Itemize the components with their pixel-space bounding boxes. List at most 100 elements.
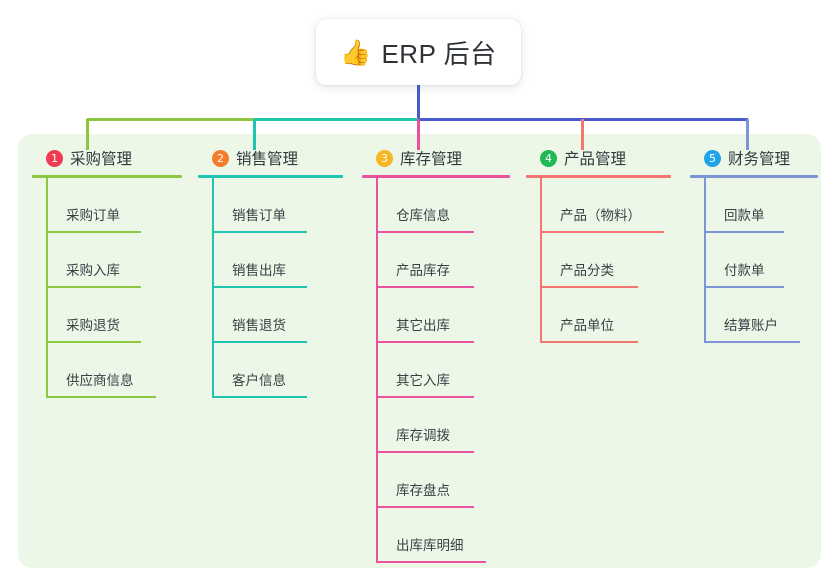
branch-title: 产品管理 — [564, 151, 627, 168]
branch-header-3[interactable]: 3 库存管理 — [362, 145, 510, 171]
branch-item-label: 其它出库 — [396, 318, 450, 333]
branch-underline — [362, 175, 510, 178]
branch-column-1: 1 采购管理采购订单采购入库采购退货供应商信息 — [32, 145, 182, 398]
branch-item[interactable]: 销售退货 — [198, 288, 343, 343]
branch-item-label: 销售出库 — [232, 263, 286, 278]
branch-item-underline — [376, 231, 474, 233]
branch-item-label: 产品单位 — [560, 318, 614, 333]
branch-title: 库存管理 — [400, 151, 463, 168]
branch-item-underline — [704, 286, 784, 288]
branch-item-label: 采购退货 — [66, 318, 120, 333]
root-node[interactable]: 👍 ERP 后台 — [316, 19, 521, 85]
branch-column-2: 2 销售管理销售订单销售出库销售退货客户信息 — [198, 145, 343, 398]
branch-header-2[interactable]: 2 销售管理 — [198, 145, 343, 171]
branch-item-underline — [376, 561, 486, 563]
branch-item-underline — [46, 286, 141, 288]
branch-item[interactable]: 回款单 — [690, 178, 818, 233]
branch-item-list: 产品（物料） 产品分类产品单位 — [526, 178, 671, 343]
branch-item-underline — [46, 341, 141, 343]
branch-spine — [46, 178, 48, 398]
branch-item-label: 产品分类 — [560, 263, 614, 278]
branch-item-label: 产品库存 — [396, 263, 450, 278]
branch-item-underline — [376, 396, 474, 398]
branch-item[interactable]: 供应商信息 — [32, 343, 182, 398]
branch-item[interactable]: 付款单 — [690, 233, 818, 288]
branch-item[interactable]: 其它入库 — [362, 343, 510, 398]
branch-underline — [690, 175, 818, 178]
branch-item[interactable]: 销售订单 — [198, 178, 343, 233]
branch-header-1[interactable]: 1 采购管理 — [32, 145, 182, 171]
branch-spine — [540, 178, 542, 343]
branch-header-4[interactable]: 4 产品管理 — [526, 145, 671, 171]
branch-spine — [704, 178, 706, 343]
diagram-panel-background — [18, 134, 821, 568]
thumbs-up-icon: 👍 — [340, 37, 372, 67]
branch-item-label: 采购订单 — [66, 208, 120, 223]
branch-column-5: 5 财务管理回款单付款单结算账户 — [690, 145, 818, 343]
branch-item-label: 出库库明细 — [396, 538, 464, 553]
branch-item-label: 产品（物料） — [560, 208, 641, 223]
branch-item-label: 付款单 — [724, 263, 765, 278]
branch-item-list: 采购订单采购入库采购退货供应商信息 — [32, 178, 182, 398]
branch-item[interactable]: 采购订单 — [32, 178, 182, 233]
branch-number-badge: 5 — [704, 149, 721, 167]
branch-item[interactable]: 产品单位 — [526, 288, 671, 343]
branch-item[interactable]: 产品库存 — [362, 233, 510, 288]
branch-item[interactable]: 采购入库 — [32, 233, 182, 288]
branch-item[interactable]: 其它出库 — [362, 288, 510, 343]
branch-spine — [376, 178, 378, 563]
branch-item-label: 回款单 — [724, 208, 765, 223]
branch-item[interactable]: 出库库明细 — [362, 508, 510, 563]
branch-number-badge: 3 — [376, 149, 393, 167]
branch-item-underline — [212, 396, 307, 398]
branch-item[interactable]: 销售出库 — [198, 233, 343, 288]
branch-item[interactable]: 仓库信息 — [362, 178, 510, 233]
branch-item-label: 其它入库 — [396, 373, 450, 388]
branch-underline — [526, 175, 671, 178]
branch-item[interactable]: 结算账户 — [690, 288, 818, 343]
branch-item-underline — [540, 341, 638, 343]
branch-item-underline — [376, 286, 474, 288]
branch-item[interactable]: 采购退货 — [32, 288, 182, 343]
branch-title: 销售管理 — [236, 151, 299, 168]
root-node-title: ERP 后台 — [381, 38, 497, 69]
branch-item-underline — [376, 341, 474, 343]
branch-title: 财务管理 — [728, 151, 791, 168]
branch-header-5[interactable]: 5 财务管理 — [690, 145, 818, 171]
branch-item-underline — [46, 396, 156, 398]
branch-number-badge: 4 — [540, 149, 557, 167]
branch-item-underline — [46, 231, 141, 233]
branch-item-label: 库存调拨 — [396, 428, 450, 443]
branch-item-underline — [540, 286, 638, 288]
branch-item-underline — [704, 341, 800, 343]
branch-item-label: 供应商信息 — [66, 373, 134, 388]
branch-column-4: 4 产品管理产品（物料） 产品分类产品单位 — [526, 145, 671, 343]
branch-number-badge: 2 — [212, 149, 229, 167]
branch-item-underline — [376, 451, 474, 453]
branch-item[interactable]: 产品（物料） — [526, 178, 671, 233]
branch-item-label: 结算账户 — [724, 318, 778, 333]
branch-column-3: 3 库存管理仓库信息产品库存其它出库其它入库库存调拨库存盘点出库库明细 — [362, 145, 510, 563]
branch-item-underline — [704, 231, 784, 233]
branch-spine — [212, 178, 214, 398]
branch-item-underline — [212, 341, 307, 343]
branch-number-badge: 1 — [46, 149, 63, 167]
branch-item-underline — [540, 231, 664, 233]
branch-item-list: 仓库信息产品库存其它出库其它入库库存调拨库存盘点出库库明细 — [362, 178, 510, 563]
branch-underline — [32, 175, 182, 178]
branch-item-label: 客户信息 — [232, 373, 286, 388]
branch-item-label: 销售订单 — [232, 208, 286, 223]
branch-item-underline — [212, 231, 307, 233]
branch-item-underline — [376, 506, 474, 508]
branch-title: 采购管理 — [70, 151, 133, 168]
branch-item[interactable]: 产品分类 — [526, 233, 671, 288]
branch-item[interactable]: 库存盘点 — [362, 453, 510, 508]
branch-item[interactable]: 客户信息 — [198, 343, 343, 398]
branch-item-label: 仓库信息 — [396, 208, 450, 223]
branch-item-underline — [212, 286, 307, 288]
branch-item[interactable]: 库存调拨 — [362, 398, 510, 453]
branch-item-list: 销售订单销售出库销售退货客户信息 — [198, 178, 343, 398]
branch-item-label: 销售退货 — [232, 318, 286, 333]
branch-item-list: 回款单付款单结算账户 — [690, 178, 818, 343]
